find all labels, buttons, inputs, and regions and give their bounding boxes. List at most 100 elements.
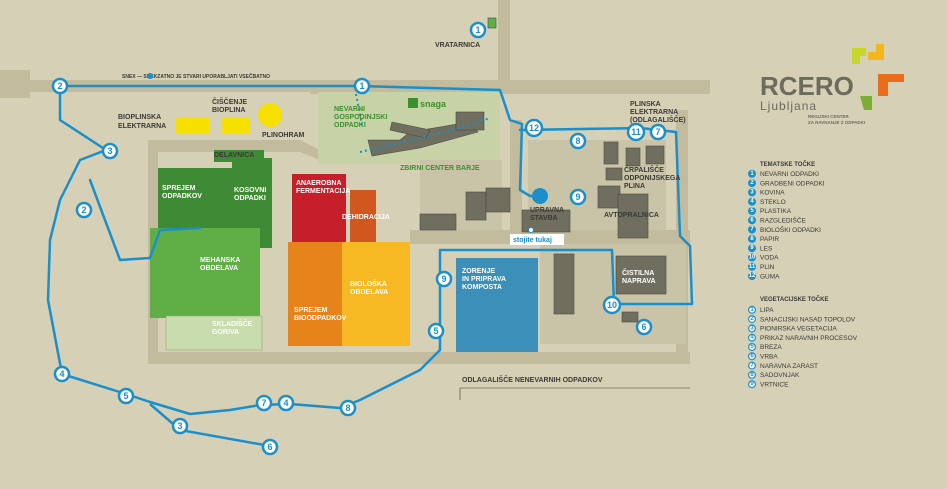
label-plinska-2: ELEKTRARNA [630, 109, 678, 116]
route-point-7-a[interactable]: 7 [255, 394, 273, 412]
route-point-8-a[interactable]: 8 [339, 399, 357, 417]
label-delavnica: DELAVNICA [214, 152, 254, 159]
route-point-6-a[interactable]: 6 [261, 438, 279, 456]
label-skladisce-1: SKLADIŠČE [212, 319, 253, 328]
vegetation_legend-label-2: SANACIJSKI NASAD TOPOLOV [760, 316, 856, 323]
label-vratarnica: VRATARNICA [435, 42, 480, 49]
label-bioplinska-2: ELEKTRARNA [118, 123, 166, 130]
vegetation_legend-marker-9 [747, 380, 756, 389]
svg-text:4: 4 [283, 398, 288, 408]
label-kosovni-2: ODPADKI [234, 195, 266, 202]
route-point-4-b[interactable]: 4 [277, 394, 295, 412]
route-point-10[interactable]: 10 [602, 295, 622, 315]
svg-text:5: 5 [433, 326, 438, 336]
thematic_legend-number-12: 12 [749, 273, 756, 279]
label-crpalisce-1: ČRPALIŠČE [624, 165, 664, 174]
label-upravna-1: UPRAVNA [530, 207, 564, 214]
logo-tagline-1: REGIJSKI CENTER [808, 114, 850, 119]
rcero-logo: RCERO Ljubljana REGIJSKI CENTER ZA RAVNA… [760, 44, 904, 125]
building-sprejem-odpadkov [158, 168, 232, 228]
route-point-1-top[interactable]: 1 [353, 77, 371, 95]
thematic_legend-marker-1 [747, 169, 756, 178]
vegetation_legend-label-4: PRIKAZ NARAVNIH PROCESOV [760, 335, 858, 342]
label-sprejem-1: SPREJEM [162, 185, 196, 192]
legend-thematic-title: TEMATSKE TOČKE [760, 161, 815, 168]
svg-text:11: 11 [631, 127, 641, 137]
thematic_legend-number-1: 1 [750, 171, 754, 177]
vegetation_legend-marker-1 [747, 305, 756, 314]
label-bioplinska-1: BIOPLINSKA [118, 114, 161, 121]
vegetation_legend-number-1: 1 [750, 307, 754, 313]
thematic_legend-number-2: 2 [750, 180, 754, 186]
legend-note-text: SNEX — SNEKZATNO JE STVARI UPORABLJATI V… [122, 73, 270, 80]
logo-city: Ljubljana [760, 99, 817, 113]
svg-text:9: 9 [575, 192, 580, 202]
thematic_legend-number-7: 7 [750, 227, 754, 233]
thematic_legend-number-5: 5 [750, 208, 754, 214]
label-cistilna-1: ČISTILNA [622, 268, 654, 277]
snaga-logo-icon [408, 98, 418, 108]
label-ciscenje-1: ČIŠČENJE [212, 97, 247, 106]
building-plinohram [258, 103, 282, 127]
label-nevarni-3: ODPADKI [334, 122, 366, 129]
label-zorenje-1: ZORENJE [462, 268, 495, 275]
label-anaerobna-2: FERMENTACIJA [296, 188, 350, 195]
route-point-7-b[interactable]: 7 [649, 123, 667, 141]
route-point-11[interactable]: 11 [626, 122, 646, 142]
svg-text:1: 1 [475, 25, 480, 35]
thematic_legend-label-4: STEKLO [760, 199, 786, 206]
building-dehidracija [350, 190, 376, 242]
route-point-4-a[interactable]: 4 [53, 365, 71, 383]
route-badges: 1 1 2 3 2 4 5 3 6 7 4 8 5 9 12 8 9 11 7 … [51, 21, 667, 456]
vegetation_legend-label-6: VRBA [760, 354, 778, 361]
svg-text:2: 2 [81, 205, 86, 215]
label-upravna-2: STAVBA [530, 215, 558, 222]
thematic_legend-marker-6 [747, 216, 756, 225]
vegetation_legend-label-8: SADOVNJAK [760, 372, 800, 379]
thematic_legend-label-7: BIOLOŠKI ODPADKI [760, 225, 821, 234]
thematic_legend-label-6: RAZGLEDIŠČE [760, 216, 807, 225]
thematic_legend-number-11: 11 [749, 264, 756, 270]
dotted-path-vertical [355, 93, 363, 126]
vegetation_legend-label-3: PIONIRSKA VEGETACIJA [760, 326, 837, 333]
svg-text:3: 3 [177, 421, 182, 431]
svg-text:10: 10 [607, 300, 617, 310]
route-point-5-a[interactable]: 5 [117, 387, 135, 405]
thematic_legend-marker-12 [747, 272, 756, 281]
vegetation_legend-marker-7 [747, 361, 756, 370]
route-point-9-a[interactable]: 9 [435, 270, 453, 288]
route-point-3-a[interactable]: 3 [101, 142, 119, 160]
thematic_legend-marker-5 [747, 207, 756, 216]
svg-text:4: 4 [59, 369, 64, 379]
route-point-2-left[interactable]: 2 [51, 77, 69, 95]
route-point-2-mid[interactable]: 2 [75, 201, 93, 219]
thematic_legend-label-2: GRADBENI ODPADKI [760, 180, 825, 187]
route-point-3-b[interactable]: 3 [171, 417, 189, 435]
you-are-here-pin [528, 227, 534, 233]
thematic_legend-number-10: 10 [749, 255, 756, 261]
route-point-5-b[interactable]: 5 [427, 322, 445, 340]
vegetation_legend-marker-3 [747, 324, 756, 333]
label-skladisce-2: GORIVA [212, 329, 239, 336]
route-point-1-gate[interactable]: 1 [469, 21, 487, 39]
logo-mark-top [852, 48, 866, 64]
svg-text:3: 3 [107, 146, 112, 156]
thematic_legend-label-11: PLIN [760, 264, 775, 271]
route-point-8-b[interactable]: 8 [569, 132, 587, 150]
thematic_legend-marker-9 [747, 244, 756, 253]
route-point-9-b[interactable]: 9 [569, 188, 587, 206]
svg-text:2: 2 [57, 81, 62, 91]
building-mehanska-obdelava [150, 228, 260, 318]
route-point-6-b[interactable]: 6 [635, 318, 653, 336]
thematic_legend-marker-4 [747, 197, 756, 206]
label-crpalisce-2: ODPONIJSKEGA [624, 175, 680, 182]
label-plinohram: PLINOHRAM [262, 132, 305, 139]
label-nevarni-2: GOSPODINJSKI [334, 114, 387, 121]
vegetation_legend-label-1: LIPA [760, 307, 774, 314]
legend-vegetation-title: VEGETACIJSKE TOČKE [760, 296, 828, 303]
route-point-12[interactable]: 12 [524, 118, 544, 138]
label-anaerobna-1: ANAEROBNA [296, 180, 342, 187]
tour-route [46, 84, 694, 416]
label-sprejem-bio-2: BIOODPADKOV [294, 315, 347, 322]
